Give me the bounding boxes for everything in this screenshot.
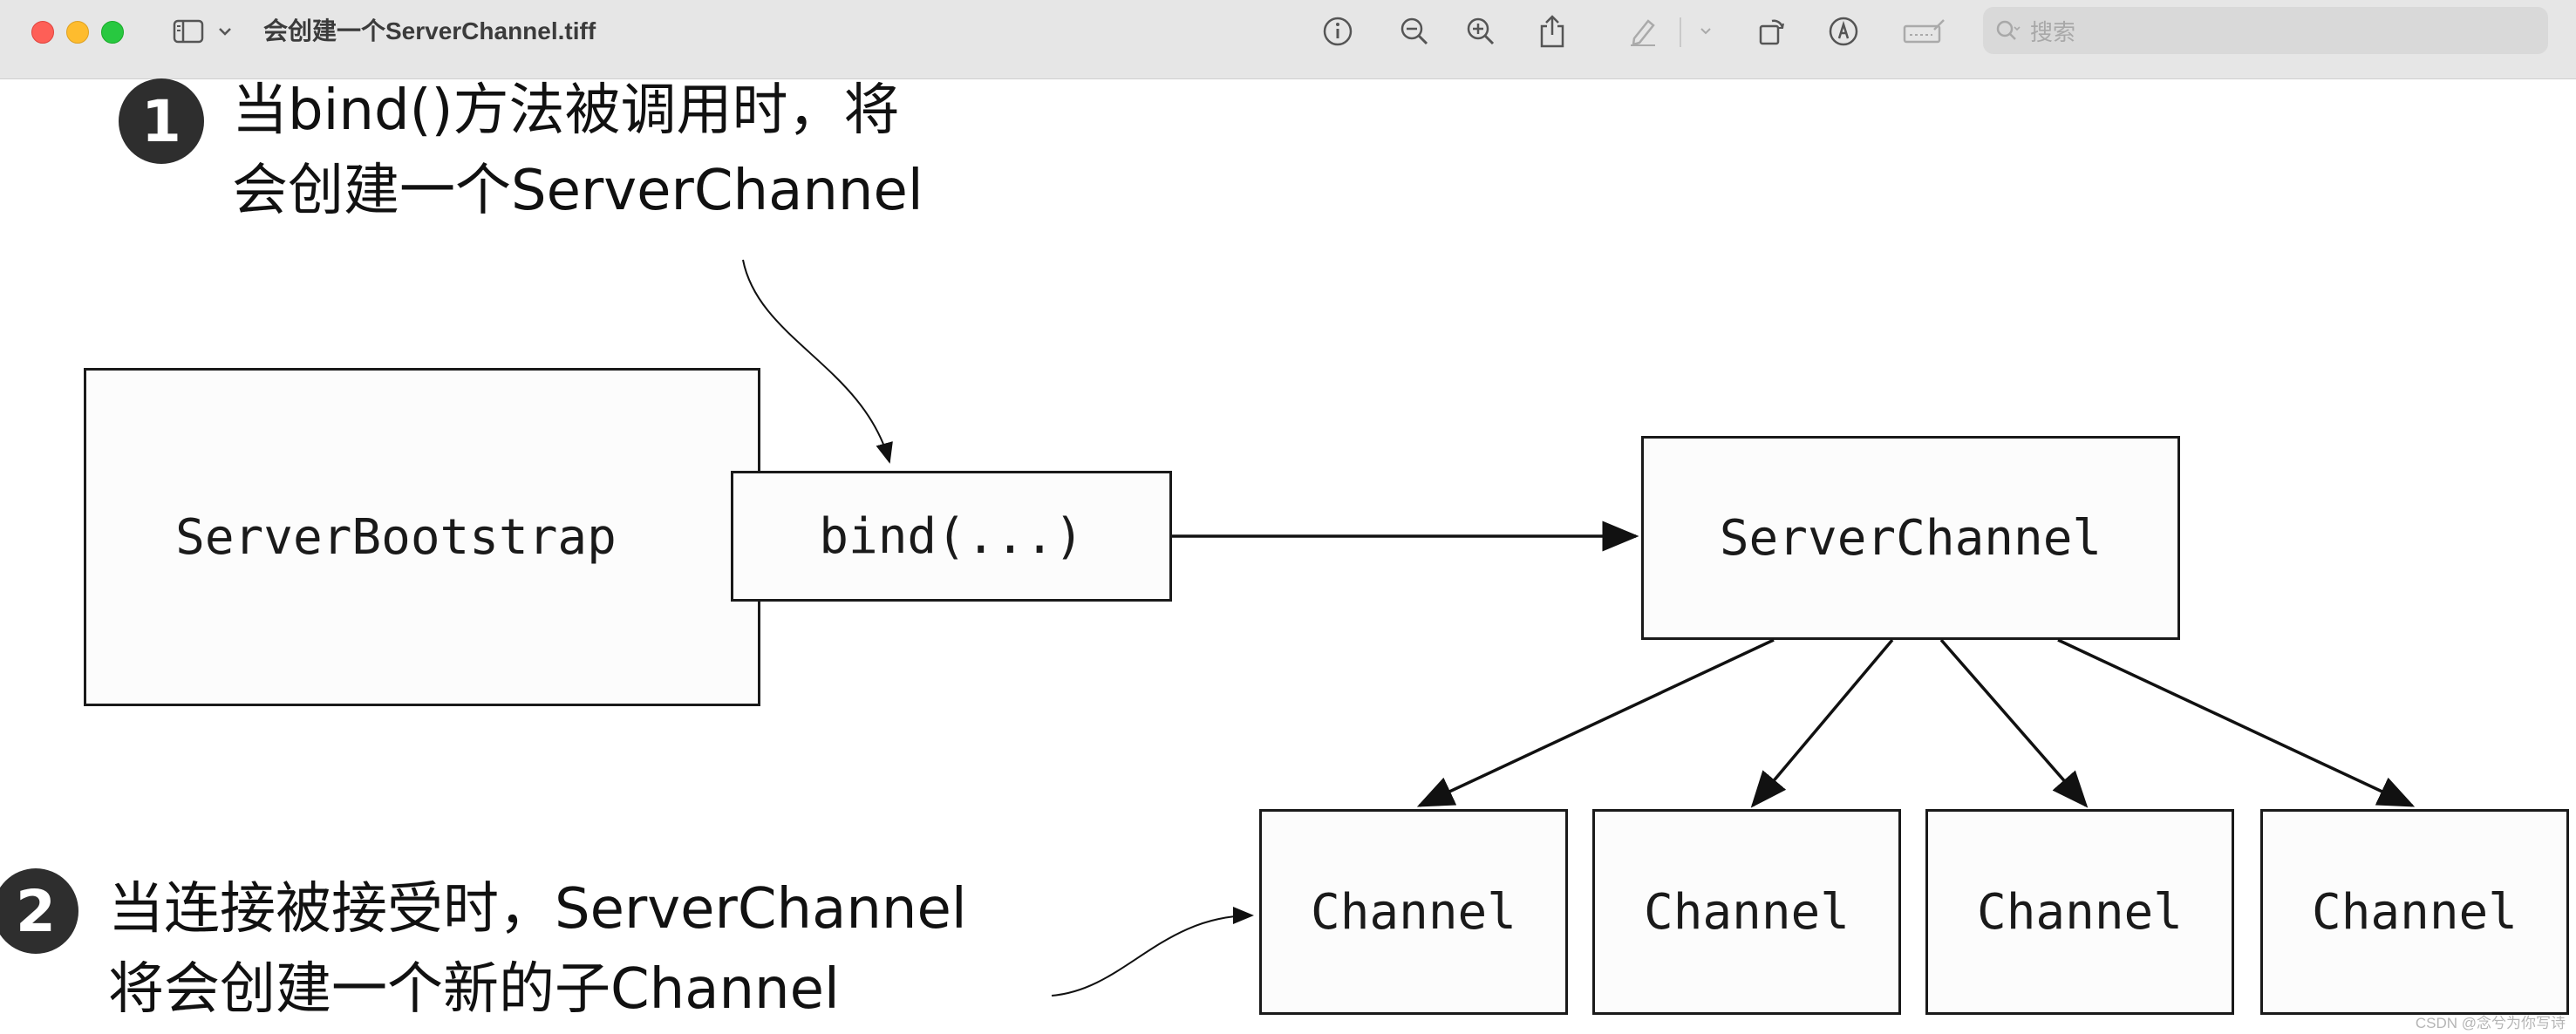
markup-pen-icon[interactable] [1625, 12, 1660, 51]
child-channel-label: Channel [1643, 883, 1850, 941]
search-icon [1995, 19, 2021, 42]
child-channel-label: Channel [2311, 883, 2518, 941]
spawn-arrow-1 [1416, 638, 1775, 807]
diagram-connectors [742, 259, 2416, 997]
fullscreen-window-button[interactable] [101, 21, 124, 44]
watermark: CSDN @念兮为你写诗 [2415, 1015, 2566, 1031]
window-toolbar: 会创建一个ServerChannel.tiff 搜索 [0, 0, 2576, 79]
close-window-button[interactable] [31, 21, 54, 44]
child-channel-label: Channel [1310, 883, 1516, 941]
annotate-icon[interactable] [1826, 12, 1861, 51]
note-2-pointer-arrow [1051, 907, 1254, 997]
zoom-in-icon[interactable] [1463, 12, 1498, 51]
child-channel-box-1: Channel [1259, 809, 1568, 1015]
toolbar-divider [1680, 17, 1681, 47]
sidebar-icon[interactable] [171, 12, 206, 51]
note-1-pointer-arrow [742, 259, 893, 464]
child-channel-box-2: Channel [1592, 809, 1901, 1015]
chevron-down-icon[interactable] [1695, 12, 1716, 51]
note-2-line-1: 当连接被接受时，ServerChannel [108, 877, 967, 942]
server-bootstrap-label: ServerBootstrap [175, 508, 617, 566]
step-badge-1: 1 [119, 78, 204, 164]
info-icon[interactable] [1320, 12, 1355, 51]
search-field[interactable]: 搜索 [1983, 7, 2548, 54]
step-badge-2: 2 [0, 868, 78, 954]
search-placeholder: 搜索 [2030, 18, 2076, 45]
child-channel-label: Channel [1976, 883, 2183, 941]
image-canvas: 1 当bind()方法被调用时，将 会创建一个ServerChannel Ser… [0, 78, 2576, 1034]
share-icon[interactable] [1535, 12, 1570, 51]
window-title: 会创建一个ServerChannel.tiff [263, 17, 596, 44]
zoom-out-icon[interactable] [1397, 12, 1432, 51]
spawn-arrow-4 [2057, 638, 2416, 807]
note-2-line-2: 将会创建一个新的子Channel [108, 957, 840, 1022]
note-1-line-1: 当bind()方法被调用时，将 [232, 78, 900, 143]
signature-icon[interactable] [1901, 12, 1948, 51]
server-channel-box: ServerChannel [1641, 436, 2180, 640]
spawn-arrow-3 [1939, 638, 2089, 808]
bind-box: bind(...) [731, 471, 1172, 602]
note-1-line-2: 会创建一个ServerChannel [232, 159, 923, 223]
spawn-arrow-2 [1750, 638, 1894, 808]
child-channel-box-3: Channel [1925, 809, 2234, 1015]
child-channel-box-4: Channel [2260, 809, 2569, 1015]
bind-label: bind(...) [819, 507, 1084, 565]
rotate-icon[interactable] [1755, 12, 1789, 51]
server-bootstrap-box: ServerBootstrap [84, 368, 760, 706]
server-channel-label: ServerChannel [1719, 509, 2102, 567]
minimize-window-button[interactable] [66, 21, 89, 44]
chevron-down-icon[interactable] [215, 12, 235, 51]
